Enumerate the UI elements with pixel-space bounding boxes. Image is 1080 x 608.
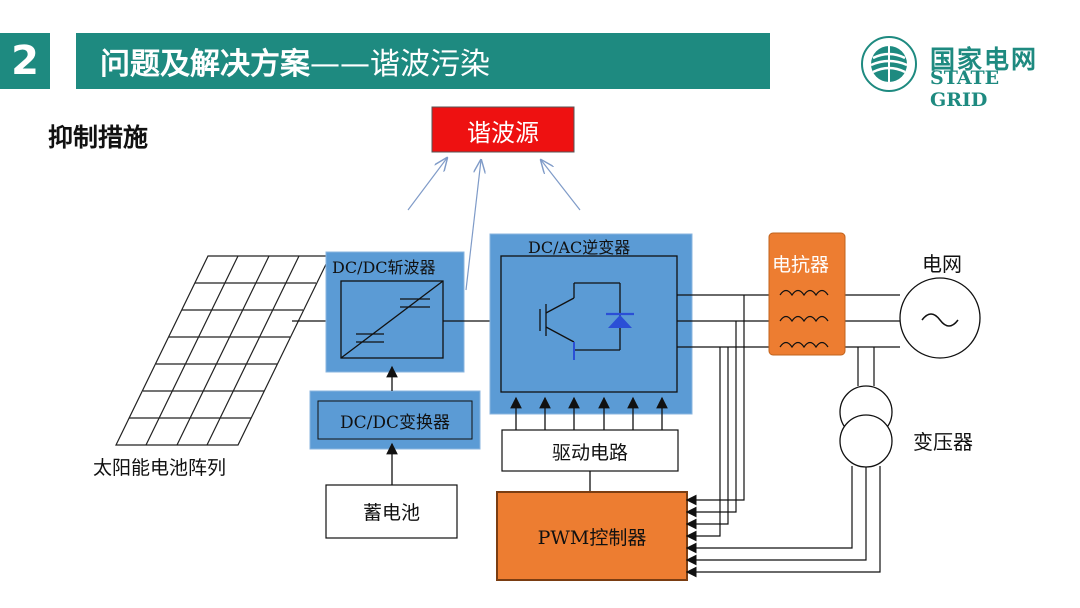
drive-circuit-box [501, 429, 679, 472]
slide-title-main: 问题及解决方案 [100, 47, 310, 82]
pwm-controller-label: PWM控制器 [537, 527, 647, 549]
reactor-coils [779, 289, 829, 349]
slide-title-sub: ——谐波污染 [310, 47, 490, 82]
inverter-inner-box [500, 255, 678, 393]
slide-title-bar: 问题及解决方案——谐波污染 [76, 33, 770, 89]
solar-panel-array [115, 255, 331, 446]
chopper-diagonal [340, 280, 444, 359]
grid-ac-source [899, 277, 981, 359]
harmonic-arrow-center [465, 160, 481, 291]
harmonic-source-box [431, 106, 575, 153]
logo-name-en: STATE GRID [930, 67, 1000, 111]
dcac-inverter-label: DC/AC逆变器 [528, 238, 631, 257]
logo-name-cn: 国家电网 [930, 45, 1039, 74]
section-number-badge: 2 [0, 33, 50, 89]
reactor-label: 电抗器 [772, 254, 830, 276]
grid-label: 电网 [922, 252, 962, 276]
transformer-label: 变压器 [913, 430, 973, 454]
feedback-lines [685, 295, 881, 578]
sine-wave-icon [921, 313, 959, 327]
slide-header: 2 问题及解决方案——谐波污染 [0, 33, 770, 89]
dcdc-converter-label: DC/DC变换器 [339, 413, 450, 433]
dcdc-converter-inner [317, 400, 473, 440]
reactor-block [768, 232, 846, 356]
pwm-controller-box [496, 491, 688, 581]
drive-circuit-label: 驱动电路 [551, 442, 628, 464]
state-grid-logo: 国家电网 STATE GRID [855, 34, 1055, 111]
battery-label: 蓄电池 [362, 502, 420, 524]
harmonic-arrow-inverter [541, 160, 581, 211]
dcdc-chopper-label: DC/DC斩波器 [332, 258, 436, 277]
section-title: 抑制措施 [48, 123, 149, 152]
dcac-inverter-block [489, 233, 693, 415]
drive-to-inverter-arrows [510, 396, 668, 430]
harmonic-arrow-chopper [407, 158, 447, 211]
solar-array-label: 太阳能电池阵列 [93, 457, 227, 479]
chopper-symbol-box [340, 280, 444, 359]
diode-symbol [606, 312, 634, 328]
state-grid-globe-icon [861, 36, 917, 92]
transformer-symbol [839, 385, 893, 468]
harmonic-source-label: 谐波源 [467, 119, 539, 147]
